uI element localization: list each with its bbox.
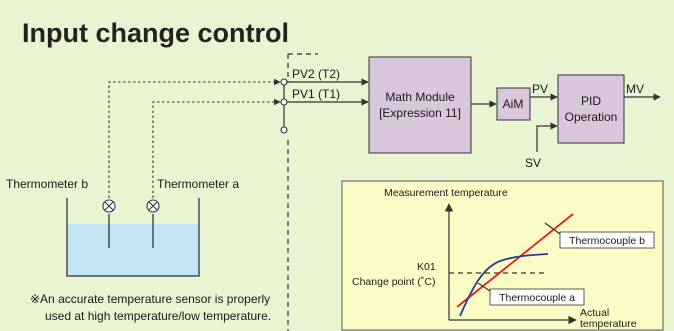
note-line-1: ※An accurate temperature sensor is prope…	[30, 292, 270, 306]
pid-operation-label: Operation	[565, 110, 618, 124]
math-module-label: Math Module	[385, 90, 455, 104]
thermometer-a-wire	[152, 98, 281, 198]
thermocouple-a-callout	[477, 282, 491, 292]
thermometer-b	[102, 199, 116, 248]
x-mark-icon	[104, 201, 114, 211]
aim-block	[496, 87, 531, 121]
graph-panel	[341, 180, 664, 331]
sv-arrow	[536, 122, 558, 152]
pid-label: PID	[581, 94, 601, 108]
switch-contact-pv2	[280, 78, 288, 86]
y-axis-label: Measurement temperature	[384, 187, 508, 199]
thermometer-a-label: Thermometer a	[157, 177, 239, 191]
thermocouple-a-label: Thermocouple a	[499, 292, 575, 304]
water-tank	[66, 198, 200, 277]
mv-signal-label: MV	[626, 82, 644, 96]
water	[67, 224, 199, 276]
thermocouple-b-label-box	[559, 231, 655, 249]
math-module-expression: [Expression 11]	[379, 106, 461, 120]
input-switch	[280, 53, 318, 331]
math-module-block	[368, 56, 472, 154]
thermometer-a	[146, 199, 160, 248]
temperature-graph: Measurement temperature Actual temperatu…	[341, 180, 664, 331]
page-title: Input change control	[22, 18, 289, 48]
switch-contact-off	[280, 126, 288, 134]
thermometer-b-wire	[108, 78, 281, 198]
switch-contact-pv1	[280, 98, 288, 106]
thermocouple-a-label-box	[489, 288, 585, 306]
note-line-2: used at high temperature/low temperature…	[45, 309, 271, 323]
thermometer-b-label: Thermometer b	[6, 177, 88, 191]
x-axis-label-1: Actual	[580, 307, 609, 319]
pv2-label: PV2 (T2)	[292, 67, 340, 81]
x-axis-label-2: temperature	[580, 318, 637, 330]
x-mark-icon	[148, 201, 158, 211]
change-point-label: Change point (˚C)	[352, 276, 435, 288]
pid-block	[557, 74, 625, 144]
pv1-label: PV1 (T1)	[292, 87, 340, 101]
aim-label: AiM	[503, 97, 524, 111]
sv-signal-label: SV	[525, 156, 541, 170]
thermocouple-b-callout	[544, 222, 561, 235]
pv-signal-label: PV	[532, 82, 548, 96]
k01-label: K01	[417, 261, 436, 273]
thermocouple-a-curve	[459, 253, 549, 317]
thermocouple-b-label: Thermocouple b	[569, 235, 645, 247]
